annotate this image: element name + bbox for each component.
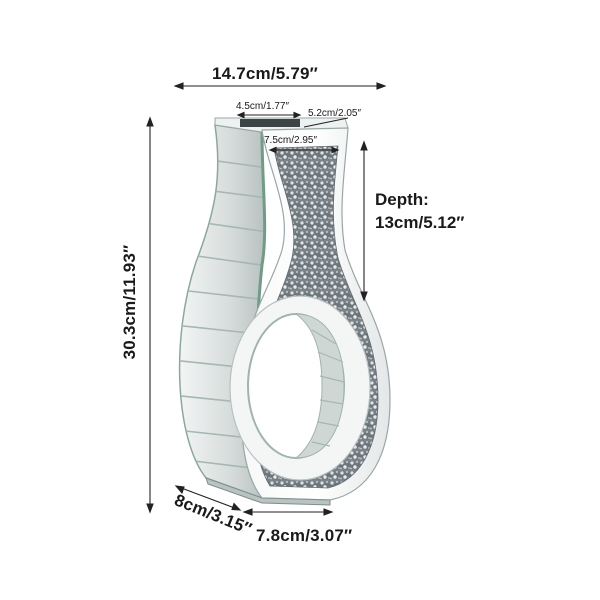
height-label: 30.3cm/11.93″ xyxy=(120,244,139,360)
vase-opening xyxy=(240,119,300,127)
base-depth-dimension-line xyxy=(175,485,241,511)
neck-width-label: 7.5cm/2.95″ xyxy=(264,135,318,146)
depth-value: 13cm/5.12″ xyxy=(375,213,465,232)
vase-base xyxy=(205,477,331,506)
opening-width-label: 4.5cm/1.77″ xyxy=(236,101,290,112)
base-width-label: 7.8cm/3.07″ xyxy=(256,526,353,545)
opening-depth-label: 5.2cm/2.05″ xyxy=(308,108,362,119)
depth-heading: Depth: xyxy=(375,190,429,209)
depth-label: Depth: 13cm/5.12″ xyxy=(375,188,464,234)
overall-width-label: 14.7cm/5.79″ xyxy=(212,64,319,83)
